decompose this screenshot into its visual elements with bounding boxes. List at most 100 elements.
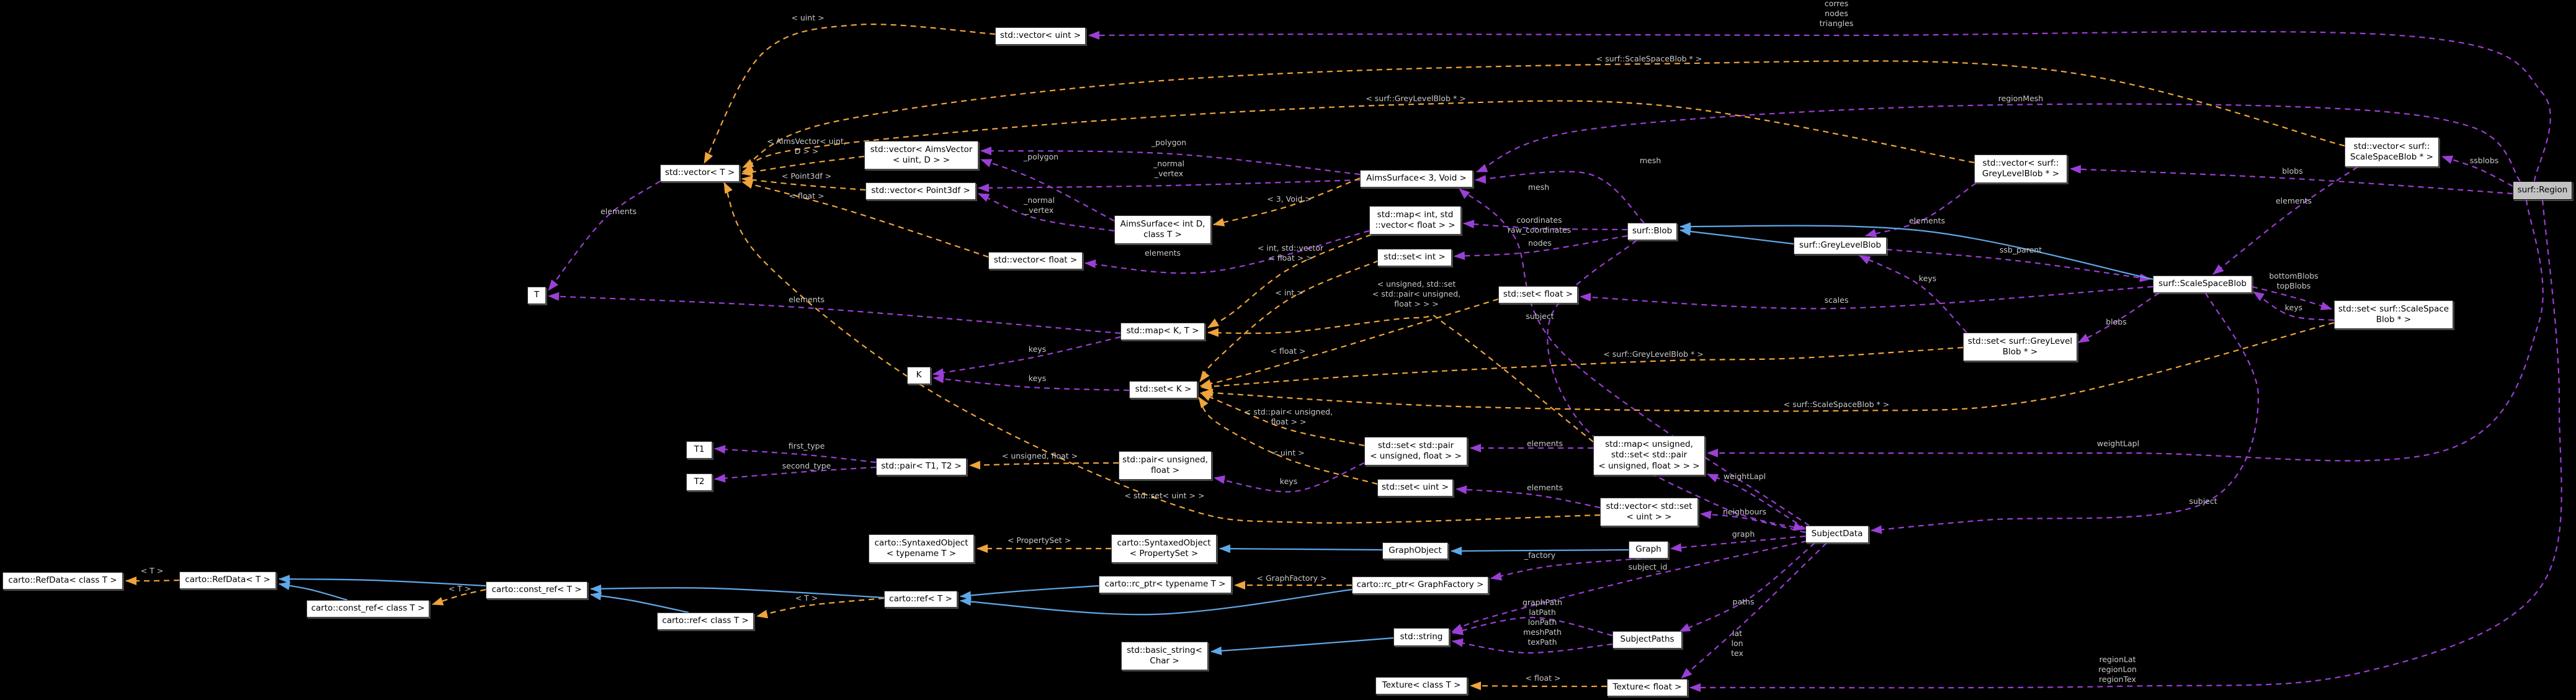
node-label-line: std::map< K, T > xyxy=(1126,326,1199,336)
edge-aimsgen-vecaims xyxy=(980,158,1115,222)
edge-setssb-setK xyxy=(1202,321,2335,412)
node-refdata-classT[interactable]: carto::RefData< class T > xyxy=(2,572,123,590)
node-label-line: std::string xyxy=(1400,631,1443,642)
edge-group xyxy=(125,24,2562,692)
node-subjectdata[interactable]: SubjectData xyxy=(1805,526,1869,543)
node-basic-string[interactable]: std::basic_string<Char > xyxy=(1121,642,1208,670)
node-map-unsigned-setpair[interactable]: std::map< unsigned,std::set< std::pair< … xyxy=(1593,436,1705,475)
node-vec-glb[interactable]: std::vector< surf::GreyLevelBlob * > xyxy=(1974,155,2067,183)
edge-mapKT-K xyxy=(932,336,1121,377)
node-label-line: std::pair< T1, T2 > xyxy=(881,461,962,472)
node-label-line: < typename T > xyxy=(886,549,957,559)
node-aimssurface-3void[interactable]: AimsSurface< 3, Void > xyxy=(1360,170,1473,187)
node-T[interactable]: T xyxy=(527,287,546,304)
node-constref-T[interactable]: carto::const_ref< T > xyxy=(486,581,588,599)
edge-subjdata-paths xyxy=(1679,542,1815,632)
edge-region-blobs xyxy=(2070,164,2513,195)
node-T1[interactable]: T1 xyxy=(686,441,712,459)
node-vec-uint[interactable]: std::vector< uint > xyxy=(995,27,1086,45)
node-label-line: carto::const_ref< class T > xyxy=(311,603,425,614)
edge-vecglb-vecT xyxy=(742,100,1975,173)
node-graphobject[interactable]: GraphObject xyxy=(1382,542,1448,559)
node-ref-T[interactable]: carto::ref< T > xyxy=(884,591,957,608)
node-texture-classT[interactable]: Texture< class T > xyxy=(1375,677,1467,694)
edge-region-corres xyxy=(1088,30,2551,182)
node-rcptr-typename[interactable]: carto::rc_ptr< typename T > xyxy=(1099,576,1232,593)
node-label-line: carto::ref< class T > xyxy=(662,616,749,626)
node-graph[interactable]: Graph xyxy=(1629,541,1668,559)
node-label-line: carto::const_ref< T > xyxy=(491,585,582,595)
node-T2[interactable]: T2 xyxy=(686,473,712,491)
node-vec-point3df[interactable]: std::vector< Point3df > xyxy=(865,182,976,200)
node-label-line: surf::ScaleSpaceBlob xyxy=(2158,279,2247,289)
node-label-line: std::set< float > xyxy=(1503,289,1573,300)
node-label-line: std::set< int > xyxy=(1384,252,1446,262)
edge-pair-T2 xyxy=(714,466,877,483)
edge-mapint-vecfloat xyxy=(1085,230,1370,274)
node-surf-scalespaceblob[interactable]: surf::ScaleSpaceBlob xyxy=(2153,276,2252,293)
node-aimssurface-generic[interactable]: AimsSurface< int D,class T > xyxy=(1114,215,1211,244)
edge-vecaims-vecT xyxy=(741,155,865,177)
edge-ssb-blobs xyxy=(2078,292,2160,343)
edge-pair-T1 xyxy=(714,445,877,464)
node-label-line: < uint > > xyxy=(1626,512,1672,522)
node-syntaxedobject-typename[interactable]: carto::SyntaxedObject< typename T > xyxy=(869,534,974,563)
edge-mapuns-mapKT xyxy=(1207,315,1594,442)
node-vec-float[interactable]: std::vector< float > xyxy=(988,252,1083,269)
edge-pairuf-pair xyxy=(969,460,1119,470)
node-set-int[interactable]: std::set< int > xyxy=(1377,249,1452,266)
node-std-string[interactable]: std::string xyxy=(1393,628,1449,646)
edge-refT-constrefT xyxy=(590,584,885,599)
edge-refdataT-refdataclass xyxy=(125,577,180,586)
edge-constrefT-constrefclass xyxy=(432,588,486,606)
node-texture-float[interactable]: Texture< float > xyxy=(1607,679,1688,696)
node-set-K[interactable]: std::set< K > xyxy=(1129,381,1197,398)
node-syntaxedobject-propertyset[interactable]: carto::SyntaxedObject< PropertySet > xyxy=(1111,534,1217,563)
edge-setK-K xyxy=(932,374,1130,392)
edge-setpair-pair xyxy=(1214,462,1365,493)
node-rcptr-graphfactory[interactable]: carto::rc_ptr< GraphFactory > xyxy=(1352,577,1488,594)
node-map-int-vecfloat[interactable]: std::map< int, std::vector< float > > xyxy=(1369,206,1461,235)
node-refdata-T[interactable]: carto::RefData< T > xyxy=(179,572,276,589)
node-set-float[interactable]: std::set< float > xyxy=(1498,286,1578,303)
node-surf-greylevelblob[interactable]: surf::GreyLevelBlob xyxy=(1794,237,1887,254)
node-label-line: std::map< int, std xyxy=(1377,209,1454,220)
node-subjectpaths[interactable]: SubjectPaths xyxy=(1612,631,1682,648)
node-label-line: std::set< std::pair xyxy=(1611,450,1688,460)
node-map-KT[interactable]: std::map< K, T > xyxy=(1120,323,1205,340)
node-vec-setuint[interactable]: std::vector< std::set< uint > > xyxy=(1600,498,1698,526)
node-vec-ssb[interactable]: std::vector< surf::ScaleSpaceBlob * > xyxy=(2345,137,2439,167)
node-vec-T[interactable]: std::vector< T > xyxy=(660,164,740,182)
node-surf-blob[interactable]: surf::Blob xyxy=(1627,223,1677,240)
edge-blob-coords xyxy=(1463,220,1628,231)
node-label-line: ScaleSpaceBlob * > xyxy=(2350,152,2433,162)
node-label-line: < unsigned, float > > xyxy=(1370,451,1462,461)
node-vec-aimsvector[interactable]: std::vector< AimsVector< uint, D > > xyxy=(864,141,978,169)
node-label-line: float > xyxy=(1151,465,1179,475)
node-label-line: std::set< std::pair xyxy=(1377,440,1454,451)
edge-mapint-mapKT xyxy=(1207,233,1372,328)
node-pair-unsigned-float[interactable]: std::pair< unsigned,float > xyxy=(1119,451,1212,480)
node-label-line: SubjectData xyxy=(1811,529,1863,539)
edge-subjdata-subjectid xyxy=(1451,540,1807,633)
node-label-line: std::pair< unsigned, xyxy=(1122,454,1208,465)
edge-refclass-constrefT xyxy=(590,591,689,614)
edge-aims3void-vecaims xyxy=(980,146,1361,176)
node-surf-region[interactable]: surf::Region xyxy=(2513,181,2572,200)
node-constref-classT[interactable]: carto::const_ref< class T > xyxy=(306,600,429,617)
node-label-line: std::set< K > xyxy=(1135,384,1192,395)
node-label-line: std::vector< T > xyxy=(664,168,735,178)
node-K[interactable]: K xyxy=(907,367,931,384)
edge-ssb-scales xyxy=(1580,285,2153,310)
node-ref-classT[interactable]: carto::ref< class T > xyxy=(657,612,754,630)
node-set-uint[interactable]: std::set< uint > xyxy=(1377,479,1453,496)
node-label-line: std::set< surf::ScaleSpace xyxy=(2338,303,2449,314)
node-label-line: < unsigned, float > > > xyxy=(1598,460,1700,471)
edge-glb-ssbparent xyxy=(1886,248,2151,282)
node-set-pair[interactable]: std::set< std::pair< unsigned, float > > xyxy=(1364,437,1467,465)
node-pair-T1T2[interactable]: std::pair< T1, T2 > xyxy=(876,458,967,475)
node-label-line: ::vector< float > > xyxy=(1375,220,1456,230)
edge-rcptrgf-refT xyxy=(960,588,1353,616)
